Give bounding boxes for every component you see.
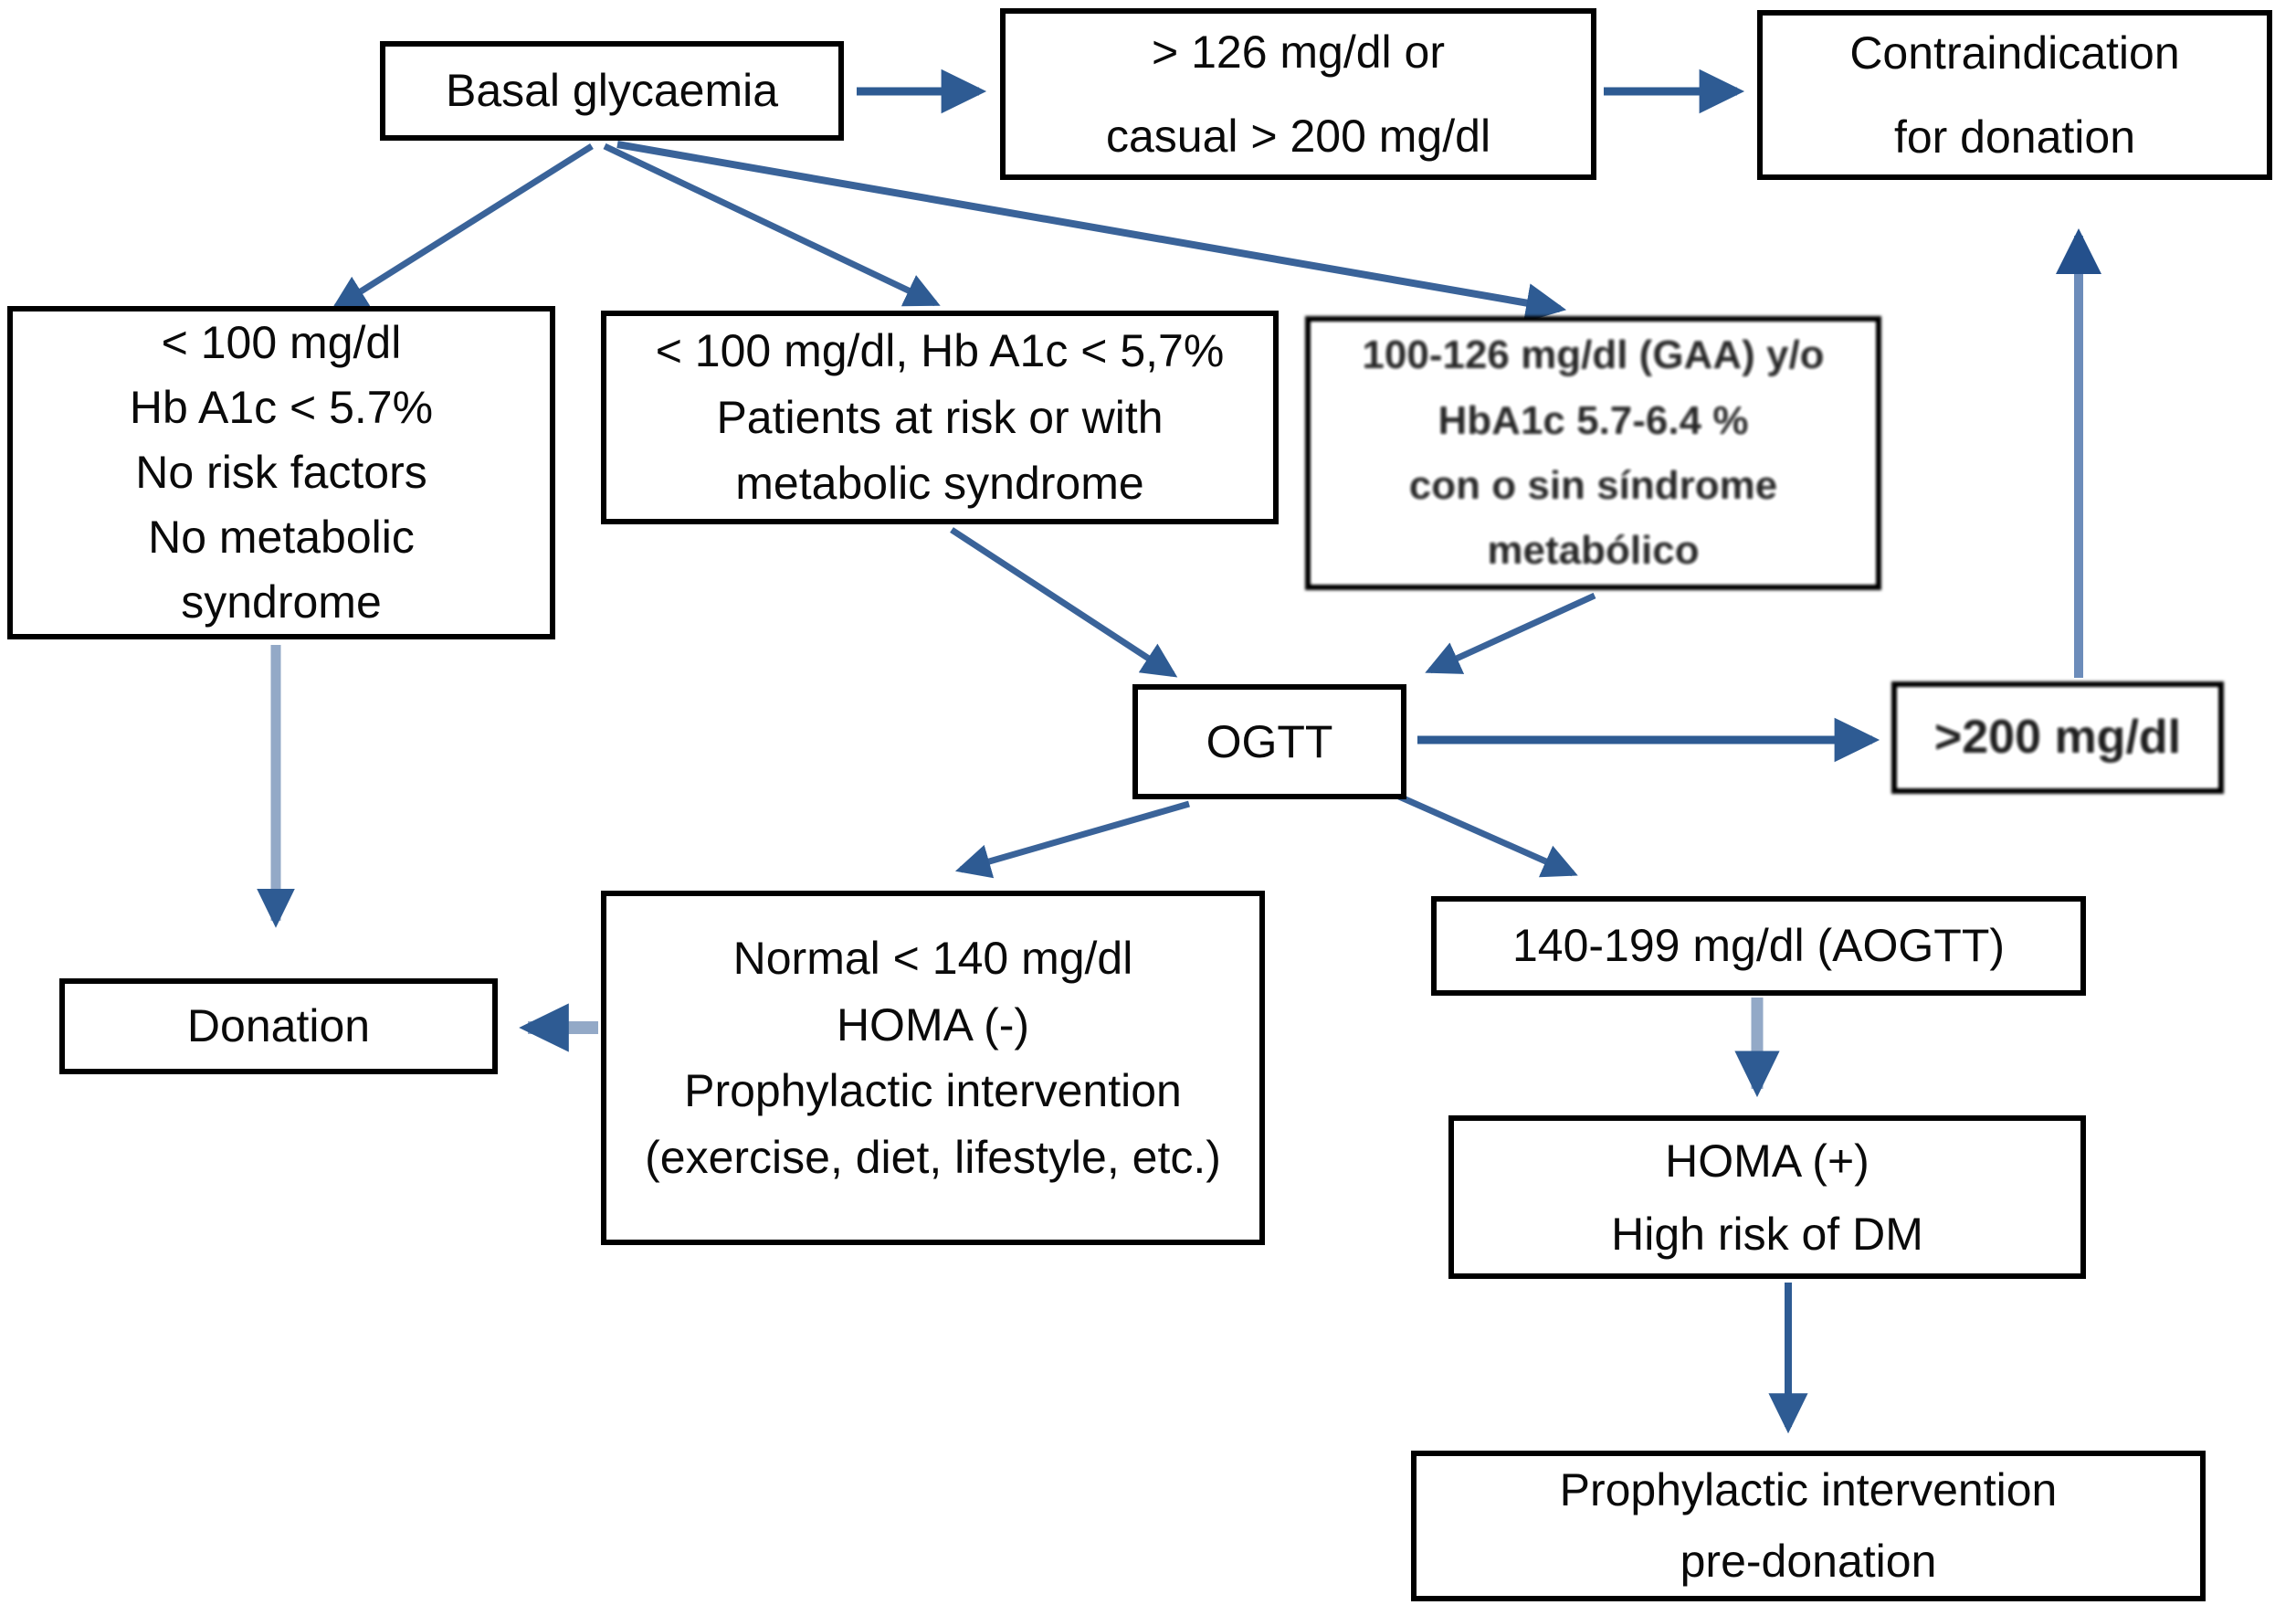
node-basal-glycaemia: Basal glycaemia (380, 41, 844, 141)
node-contraindication-for-donation: Contraindication for donation (1757, 10, 2272, 180)
node-donation: Donation (59, 978, 498, 1074)
node-gt200-mg-dl: >200 mg/dl (1891, 681, 2224, 794)
node-impaired-fasting-glucose-gaa: 100-126 mg/dl (GAA) y/o HbA1c 5.7-6.4 % … (1305, 316, 1881, 590)
arrow-ogtt-to-aogtt (1397, 793, 1578, 878)
node-normal-no-risk-factors: < 100 mg/dl Hb A1c < 5.7% No risk factor… (7, 306, 555, 639)
arrow-ogtt-to-normal-ogtt (954, 800, 1190, 879)
node-prophylactic-intervention-pre-donation: Prophylactic intervention pre-donation (1411, 1451, 2206, 1601)
node-normal-patients-at-risk: < 100 mg/dl, Hb A1c < 5,7% Patients at r… (601, 311, 1279, 524)
node-homa-positive-high-risk: HOMA (+) High risk of DM (1448, 1115, 2086, 1279)
arrow-basal-to-normal-no-risk (331, 143, 594, 311)
node-high-glycaemia: > 126 mg/dl or casual > 200 mg/dl (1000, 8, 1596, 180)
arrow-impaired-to-ogtt (1425, 592, 1596, 674)
node-normal-ogtt-result: Normal < 140 mg/dl HOMA (-) Prophylactic… (601, 891, 1265, 1245)
arrow-basal-to-impaired (616, 141, 1567, 322)
node-ogtt-test: OGTT (1132, 684, 1406, 799)
node-aogtt-140-199: 140-199 mg/dl (AOGTT) (1431, 896, 2086, 996)
arrow-normal-at-risk-to-ogtt (950, 527, 1178, 678)
arrow-basal-to-normal-at-risk (603, 143, 941, 307)
